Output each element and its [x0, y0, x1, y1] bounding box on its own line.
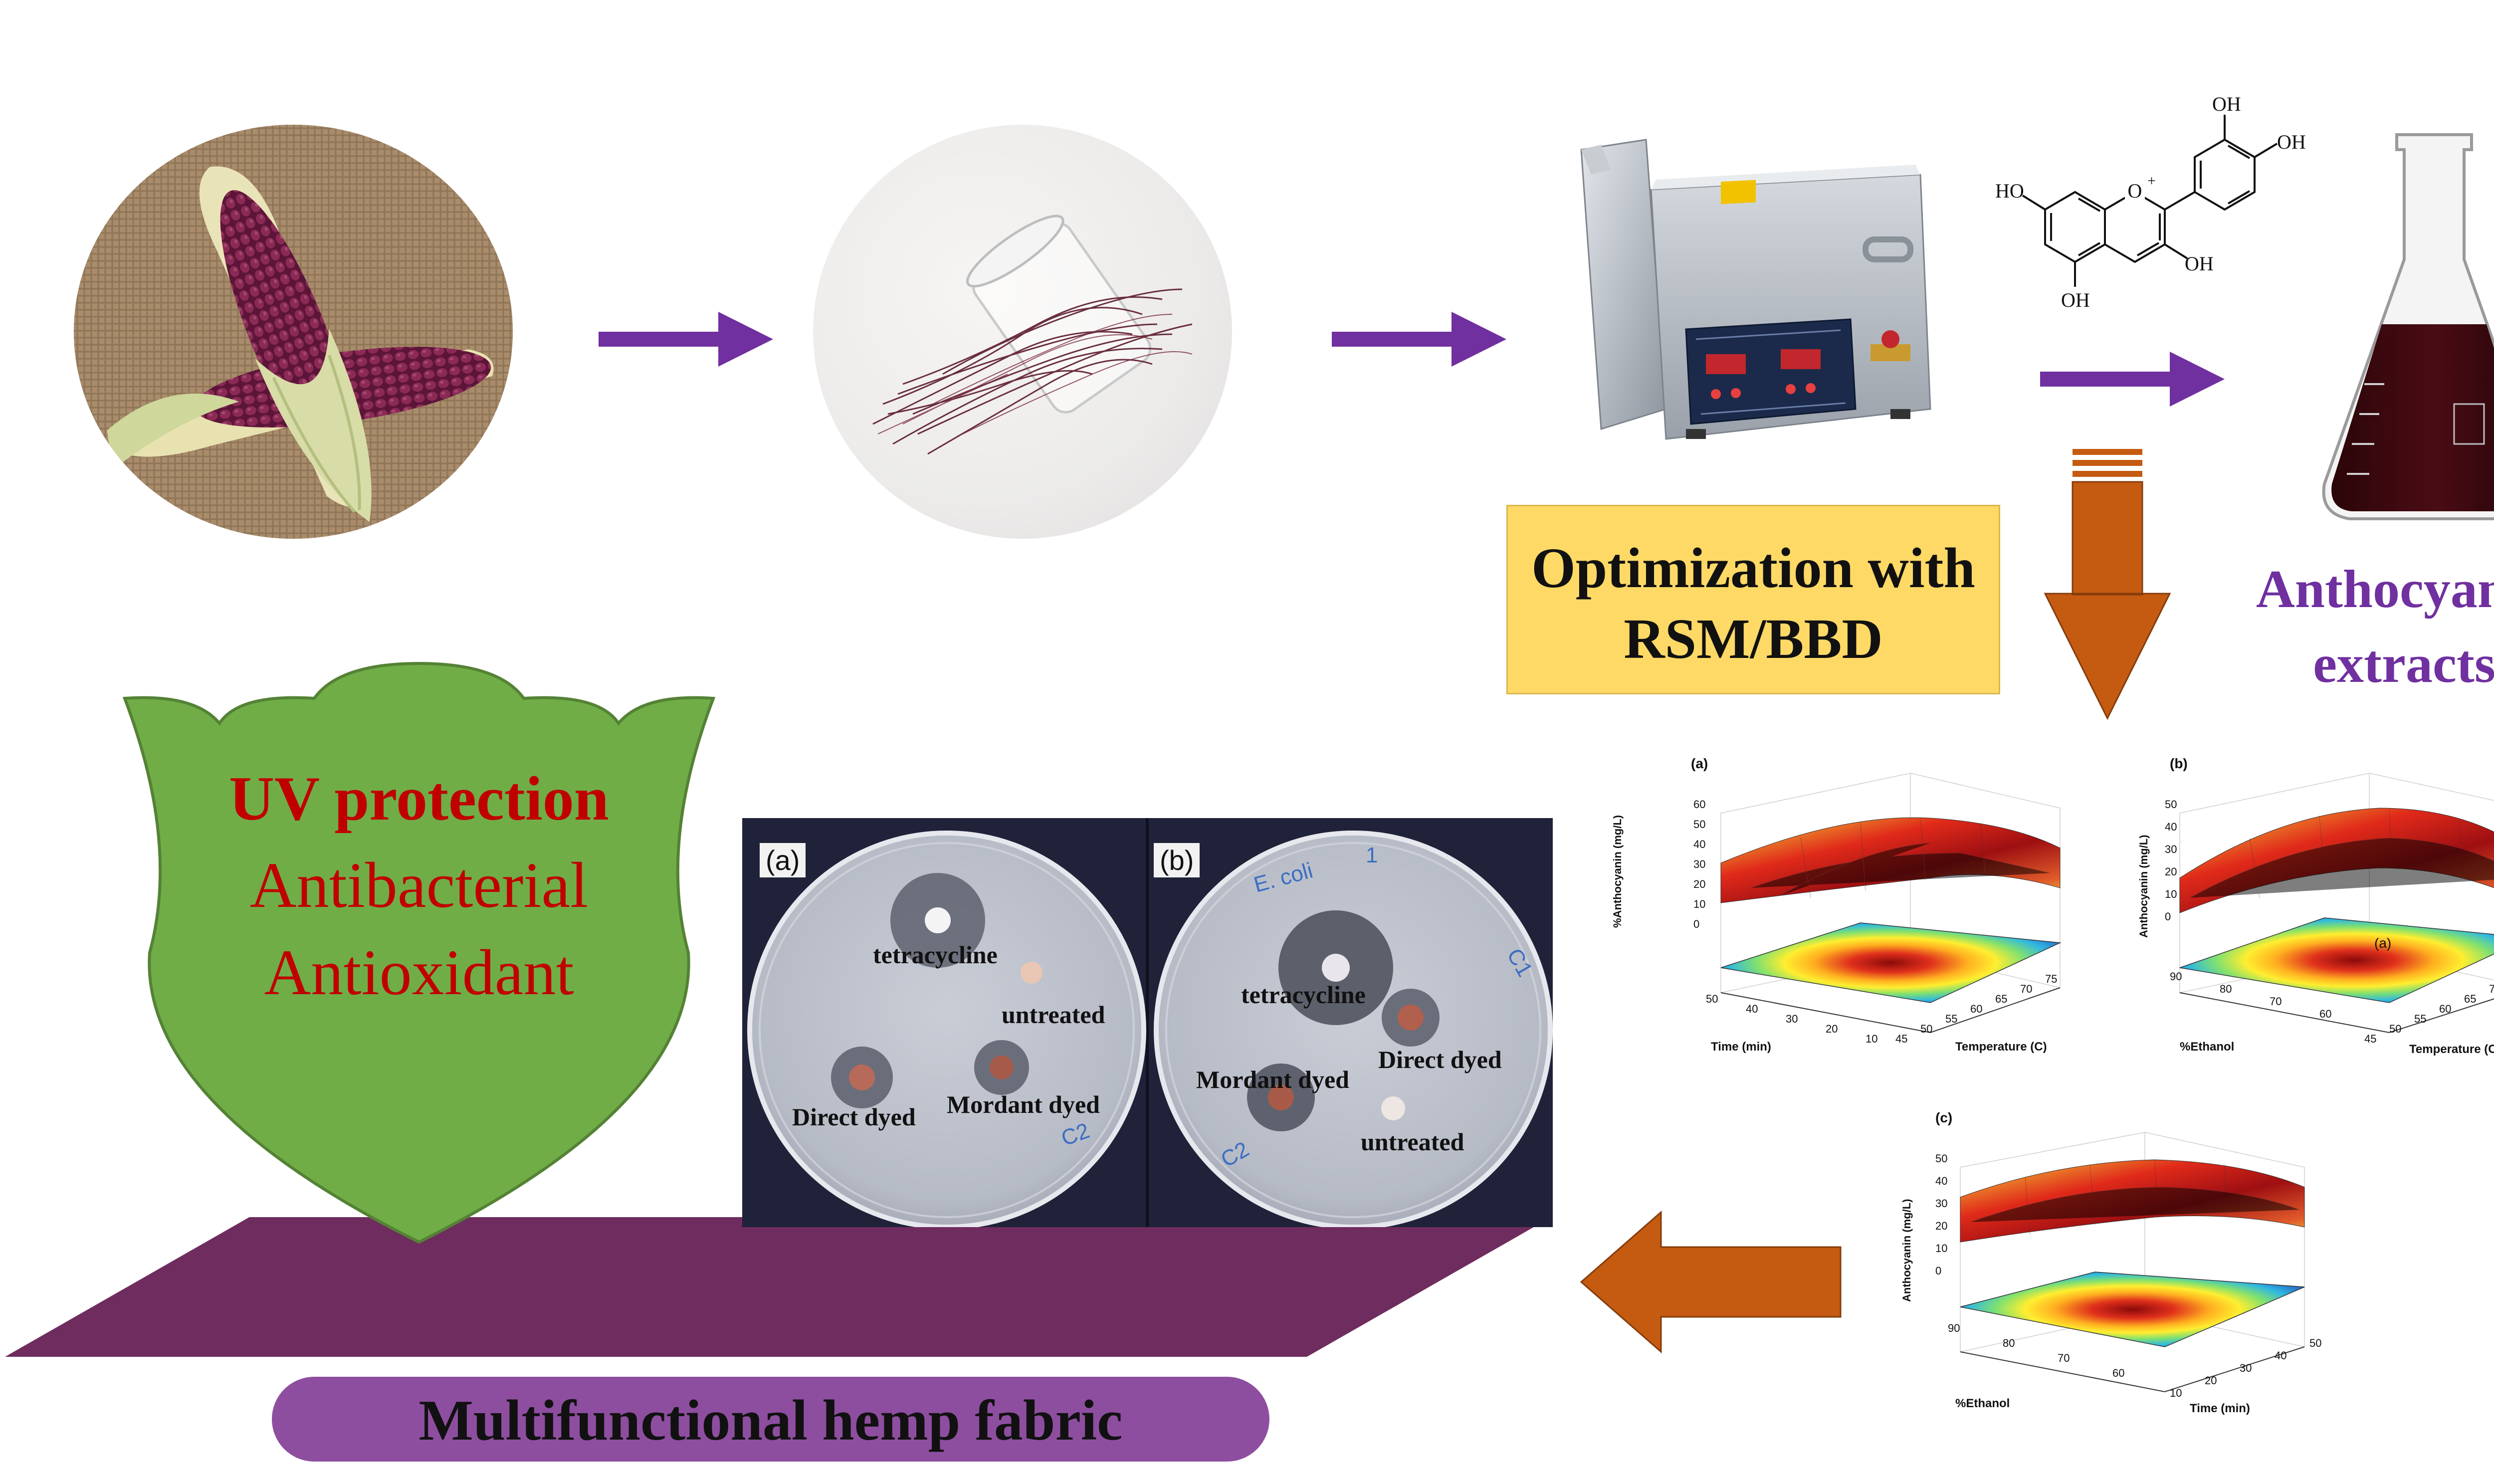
plot-c-zlabel: Anthocyanin (mg/L)	[1900, 1199, 1913, 1302]
plot-b-zlabel: Anthocyanin (mg/L)	[2137, 835, 2150, 938]
oh-c3-label: OH	[2185, 252, 2214, 275]
ring-oxygen-charge: +	[2147, 173, 2156, 189]
petri-a-direct-dyed: Direct dyed	[792, 1103, 916, 1131]
petri-b-untreated: untreated	[1361, 1128, 1464, 1156]
ultrasonic-bath-illustration	[1580, 139, 1931, 440]
plot-c-tag: (c)	[1935, 1110, 1953, 1125]
petri-b-direct-dyed: Direct dyed	[1378, 1046, 1502, 1073]
cyanidin-molecule: O + HO OH OH OH OH	[1995, 93, 2306, 311]
plot-b-ylabel: Temperature (C)	[2409, 1043, 2494, 1056]
multifunctional-banner: Multifunctional hemp fabric	[272, 1377, 1269, 1462]
plot-a-xlabel: Time (min)	[1711, 1040, 1771, 1054]
petri-a-tag: (a)	[760, 843, 806, 877]
erlenmeyer-flask	[2322, 133, 2494, 520]
petri-dish-photo: (a) (b) tetracycline untreated Direct dy…	[742, 818, 1553, 1230]
shield-uv-protection: UV protection	[229, 764, 609, 834]
arrow-right-1	[599, 312, 773, 367]
oh-right-label: OH	[2277, 131, 2306, 153]
petri-b-mark-1: 1	[1366, 843, 1378, 867]
plot-a-tag: (a)	[1691, 756, 1708, 771]
oh-top-label: OH	[2212, 93, 2241, 115]
fabric-platform	[5, 1217, 1551, 1357]
arrow-right-3	[2040, 352, 2225, 407]
extracts-line1: Anthocyanin	[2256, 560, 2494, 619]
corn-silk-photo	[813, 125, 1232, 539]
petri-a-tetracycline: tetracycline	[873, 941, 998, 969]
petri-b-tag: (b)	[1154, 843, 1200, 877]
optimization-line2: RSM/BBD	[1624, 607, 1883, 670]
surface-plot-c	[1960, 1132, 2305, 1393]
shield-antibacterial: Antibacterial	[249, 849, 589, 921]
petri-a-mordant-dyed: Mordant dyed	[947, 1090, 1100, 1118]
plot-c-xlabel: %Ethanol	[1955, 1397, 2010, 1410]
plot-b-tag: (b)	[2170, 756, 2188, 771]
plot-a-ylabel: Temperature (C)	[1955, 1040, 2047, 1054]
petri-a-untreated: untreated	[1002, 1001, 1105, 1029]
petri-b-mordant-dyed: Mordant dyed	[1196, 1065, 1349, 1093]
arrow-down	[2044, 449, 2171, 720]
banner-text: Multifunctional hemp fabric	[418, 1389, 1123, 1453]
arrow-right-2	[1332, 312, 1506, 367]
shield-antioxidant: Antioxidant	[264, 937, 574, 1009]
plot-b-inner-tag: (a)	[2374, 935, 2392, 951]
plot-b-xlabel: %Ethanol	[2180, 1040, 2235, 1054]
petri-b-tetracycline: tetracycline	[1241, 981, 1366, 1009]
purple-corn-photo	[74, 125, 513, 539]
surface-plot-b	[2179, 773, 2494, 1034]
oh-bottom-label: OH	[2061, 289, 2090, 311]
shield-shape	[122, 661, 716, 1244]
ho-left-label: HO	[1995, 180, 2024, 202]
optimization-line1: Optimization with	[1531, 536, 1975, 600]
plot-c-ylabel: Time (min)	[2190, 1402, 2250, 1415]
plot-a-zlabel: %Anthocyanin (mg/L)	[1611, 815, 1624, 928]
arrow-left	[1580, 1210, 1842, 1354]
extracts-line2: extracts	[2313, 635, 2494, 694]
surface-plot-a	[1720, 773, 2062, 1034]
ring-oxygen: O	[2128, 180, 2142, 202]
optimization-box: Optimization with RSM/BBD	[1506, 505, 2000, 694]
